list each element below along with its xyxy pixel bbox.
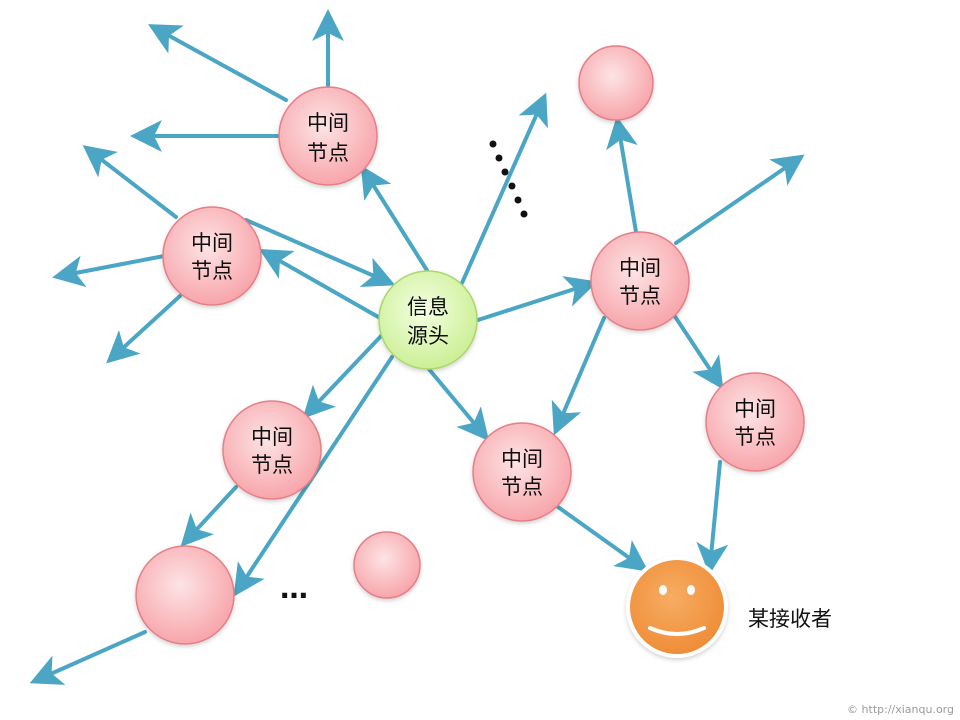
relay-node-bottom-center: 中间 节点 xyxy=(472,422,572,522)
dot xyxy=(501,168,509,176)
relay-node-bottom-left: 中间 节点 xyxy=(222,400,322,500)
relay-node-far-right: 中间 节点 xyxy=(705,372,805,472)
dotted-continuation xyxy=(489,140,531,218)
arrow-source-to-bottom-center-relay xyxy=(426,366,490,442)
relay-node-label-line2: 节点 xyxy=(734,425,776,449)
arrow-source-to-left-relay xyxy=(259,249,382,320)
smiley-mouth xyxy=(648,626,706,636)
arrow-bottom-center-relay-to-receiver xyxy=(556,505,649,572)
arrow-top-relay-upleft xyxy=(147,24,288,102)
relay-node-label-line2: 节点 xyxy=(251,453,293,477)
relay-node-right: 中间 节点 xyxy=(590,231,690,331)
relay-node-label-line1: 中间 xyxy=(501,447,543,471)
credit: © http://xianqu.org xyxy=(847,703,954,716)
relay-node-label-line2: 节点 xyxy=(501,475,543,499)
arrow-big-node-downleft xyxy=(29,630,147,685)
arrow-right-relay-upright xyxy=(674,154,805,245)
receiver-label: 某接收者 xyxy=(748,607,832,631)
smiley-eye-right xyxy=(687,585,695,595)
ellipsis-bottom: … xyxy=(280,572,308,605)
dot xyxy=(508,182,516,190)
arrow-source-to-right-relay xyxy=(476,276,598,322)
arrow-left-relay-to-source xyxy=(244,218,396,288)
relay-node-label-line1: 中间 xyxy=(734,397,776,421)
dot xyxy=(489,140,497,148)
relay-node-label-line1: 中间 xyxy=(307,111,349,135)
relay-node-label-line2: 节点 xyxy=(307,141,349,165)
arrow-right-relay-to-far-right-relay xyxy=(672,313,724,390)
source-node-label-line2: 源头 xyxy=(407,324,449,348)
arrow-right-relay-to-top-small xyxy=(606,116,638,234)
relay-node-label-line2: 节点 xyxy=(619,284,661,308)
arrow-source-to-top-left-relay xyxy=(360,165,430,274)
arrow-far-right-relay-to-receiver xyxy=(696,460,729,575)
relay-node-label-line1: 中间 xyxy=(619,256,661,280)
arrow-right-relay-to-bottom-center-relay xyxy=(551,316,606,436)
dot xyxy=(520,210,528,218)
node-top-right-small xyxy=(578,45,654,121)
arrow-left-relay-downleft xyxy=(106,294,182,364)
node-bottom-left-big xyxy=(135,545,235,645)
arrow-left-relay-upleft xyxy=(82,145,178,219)
arrow-bottom-left-relay-to-big-node xyxy=(180,485,238,547)
relay-node-left: 中间 节点 xyxy=(162,206,262,306)
dot xyxy=(514,196,522,204)
relay-node-label-line1: 中间 xyxy=(251,425,293,449)
relay-node-label-line2: 节点 xyxy=(191,259,233,283)
node-bottom-small xyxy=(353,531,421,599)
arrow-source-to-bottom-left-relay xyxy=(302,333,384,419)
source-node: 信息 源头 xyxy=(378,270,478,370)
relay-node-label-line1: 中间 xyxy=(191,231,233,255)
dot xyxy=(495,154,503,162)
relay-node-top: 中间 节点 xyxy=(278,86,378,186)
arrow-source-to-up xyxy=(460,92,548,285)
receiver-node xyxy=(626,556,728,658)
smiley-eye-left xyxy=(659,585,667,595)
arrow-left-relay-left xyxy=(52,254,166,288)
source-node-label-line1: 信息 xyxy=(407,295,449,319)
smiley-face-icon xyxy=(626,556,728,658)
